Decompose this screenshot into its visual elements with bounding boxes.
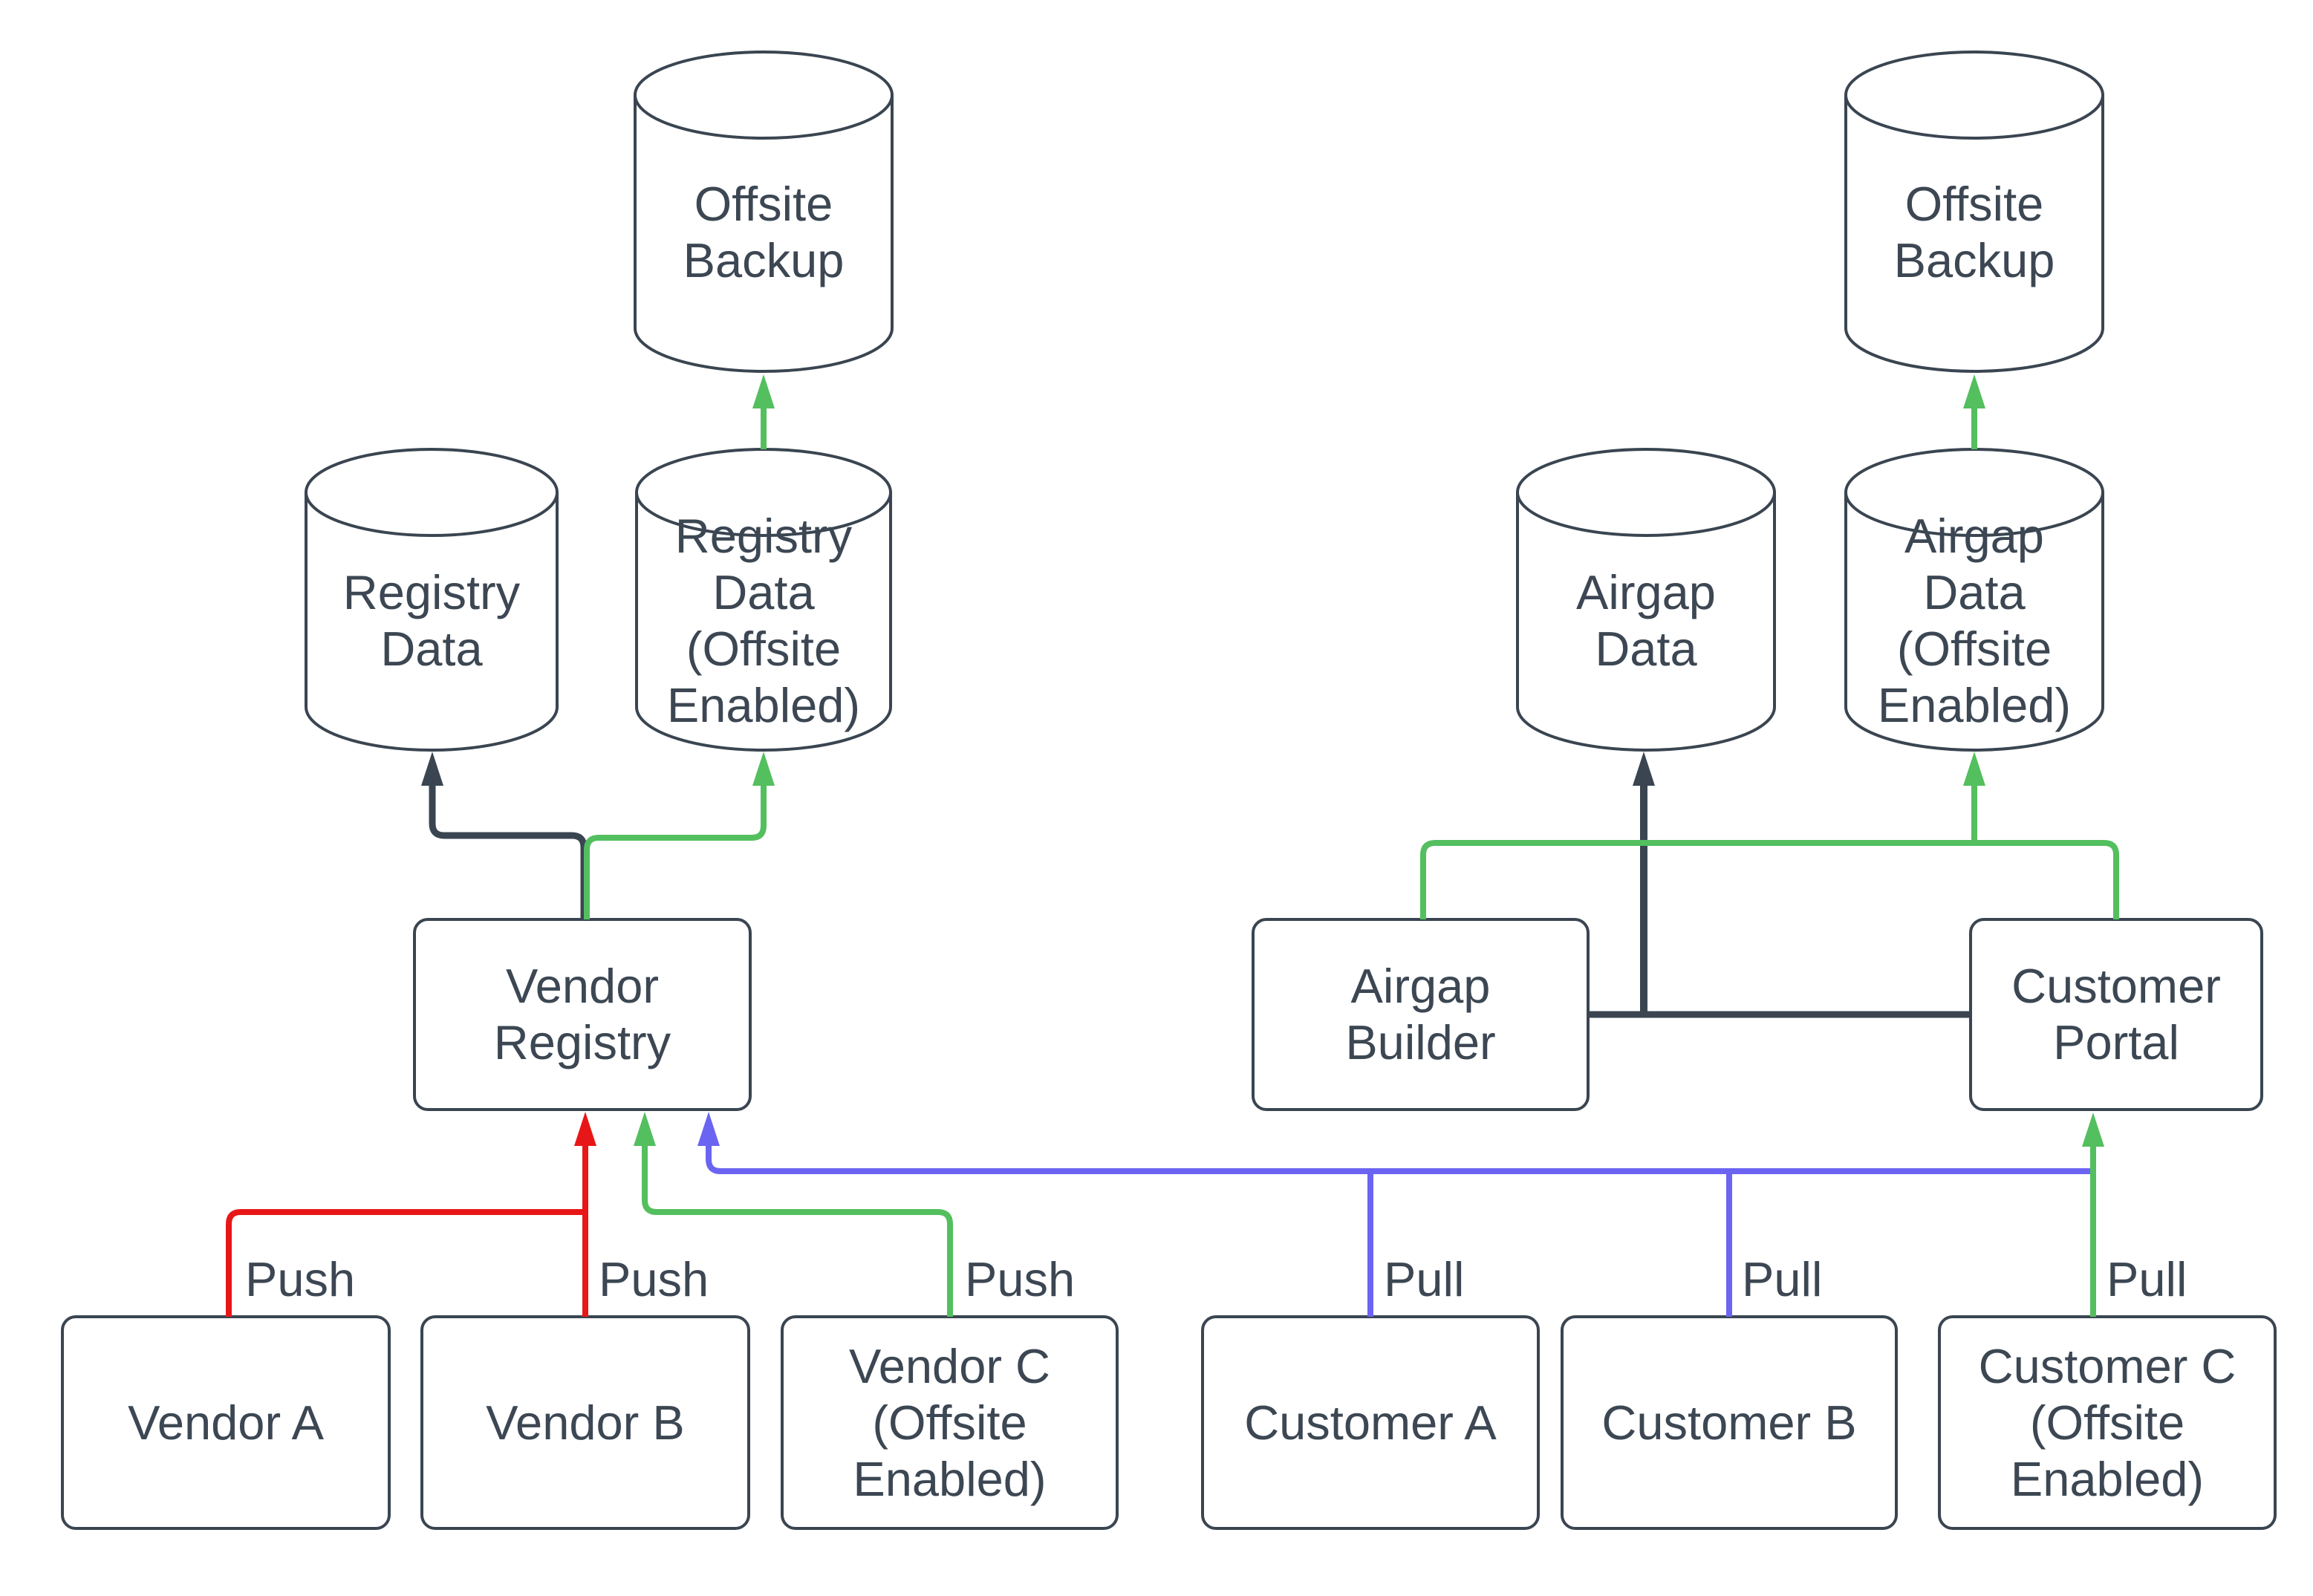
vendor-a-box [61, 1315, 391, 1530]
customer-portal-box [1969, 918, 2263, 1111]
edge-customer-c-pull [2082, 1113, 2104, 1317]
edge-registry-store-arrow [421, 752, 588, 919]
airgap-data-cylinder [1516, 448, 1776, 752]
registry-data-offsite-cylinder [635, 448, 892, 752]
offsite-backup-right-cylinder [1844, 51, 2104, 373]
edge-vendor-a-b-push [226, 1112, 596, 1317]
airgap-data-offsite-cylinder [1844, 448, 2104, 752]
offsite-backup-left-cylinder [634, 51, 894, 373]
edge-customer-a-b-pull [697, 1112, 2093, 1317]
edge-vendor-c-push [634, 1112, 953, 1317]
edge-offsite-backup-left-arrow [752, 374, 775, 449]
registry-data-cylinder [305, 448, 559, 752]
customer-c-box [1938, 1315, 2277, 1530]
vendor-registry-box [413, 918, 752, 1111]
edge-airgap-data-store-arrow [1633, 752, 1655, 1014]
edge-offsite-backup-right-arrow [1963, 374, 1985, 449]
edge-airgap-offsite-network [1420, 752, 2119, 919]
customer-b-box [1561, 1315, 1898, 1530]
airgap-builder-box [1252, 918, 1590, 1111]
customer-a-box [1201, 1315, 1540, 1530]
edge-registry-offsite-store-arrow [584, 752, 775, 919]
vendor-c-box [781, 1315, 1119, 1530]
vendor-b-box [420, 1315, 750, 1530]
